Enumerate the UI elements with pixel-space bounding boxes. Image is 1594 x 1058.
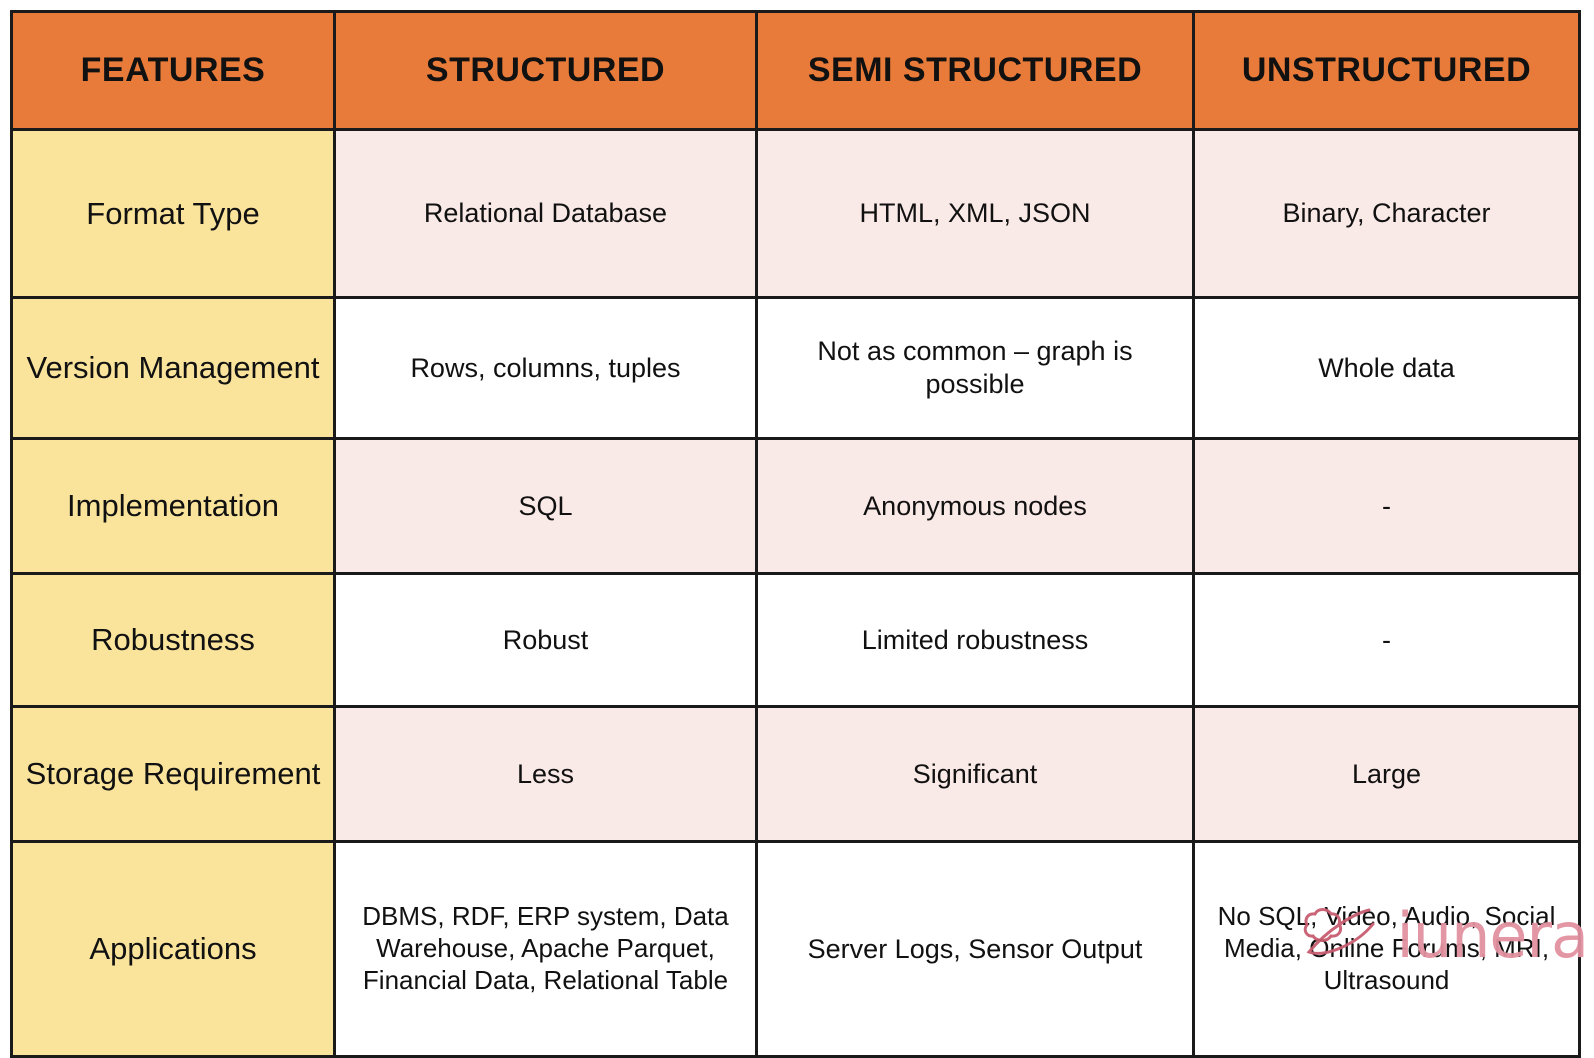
column-header-structured: STRUCTURED	[333, 10, 758, 131]
cell-unstructured-applications: No SQL, Video, Audio, Social Media, Onli…	[1192, 840, 1581, 1058]
cell-semi-structured-version-management: Not as common – graph is possible	[755, 296, 1195, 440]
column-header-unstructured: UNSTRUCTURED	[1192, 10, 1581, 131]
cell-semi-structured-storage-requirement: Significant	[755, 705, 1195, 843]
table-row: Implementation SQL Anonymous nodes -	[10, 437, 1581, 575]
table-row: Format Type Relational Database HTML, XM…	[10, 128, 1581, 299]
comparison-table-container: FEATURES STRUCTURED SEMI STRUCTURED UNST…	[10, 10, 1581, 1058]
cell-unstructured-version-management: Whole data	[1192, 296, 1581, 440]
cell-unstructured-robustness: -	[1192, 572, 1581, 708]
table-body: Format Type Relational Database HTML, XM…	[10, 128, 1581, 1058]
feature-label-format-type: Format Type	[10, 128, 336, 299]
feature-label-applications: Applications	[10, 840, 336, 1058]
cell-semi-structured-format-type: HTML, XML, JSON	[755, 128, 1195, 299]
cell-structured-applications: DBMS, RDF, ERP system, Data Warehouse, A…	[333, 840, 758, 1058]
cell-unstructured-format-type: Binary, Character	[1192, 128, 1581, 299]
column-header-features: FEATURES	[10, 10, 336, 131]
column-header-semi-structured: SEMI STRUCTURED	[755, 10, 1195, 131]
table-row: Applications DBMS, RDF, ERP system, Data…	[10, 840, 1581, 1058]
cell-structured-storage-requirement: Less	[333, 705, 758, 843]
cell-semi-structured-implementation: Anonymous nodes	[755, 437, 1195, 575]
table-row: Version Management Rows, columns, tuples…	[10, 296, 1581, 440]
cell-structured-format-type: Relational Database	[333, 128, 758, 299]
table-header: FEATURES STRUCTURED SEMI STRUCTURED UNST…	[10, 10, 1581, 131]
table-row: Storage Requirement Less Significant Lar…	[10, 705, 1581, 843]
data-type-comparison-table: FEATURES STRUCTURED SEMI STRUCTURED UNST…	[10, 10, 1581, 1058]
cell-unstructured-storage-requirement: Large	[1192, 705, 1581, 843]
feature-label-implementation: Implementation	[10, 437, 336, 575]
cell-structured-robustness: Robust	[333, 572, 758, 708]
feature-label-robustness: Robustness	[10, 572, 336, 708]
feature-label-version-management: Version Management	[10, 296, 336, 440]
table-row: Robustness Robust Limited robustness -	[10, 572, 1581, 708]
cell-structured-version-management: Rows, columns, tuples	[333, 296, 758, 440]
cell-structured-implementation: SQL	[333, 437, 758, 575]
cell-semi-structured-robustness: Limited robustness	[755, 572, 1195, 708]
cell-semi-structured-applications: Server Logs, Sensor Output	[755, 840, 1195, 1058]
feature-label-storage-requirement: Storage Requirement	[10, 705, 336, 843]
cell-unstructured-implementation: -	[1192, 437, 1581, 575]
header-row: FEATURES STRUCTURED SEMI STRUCTURED UNST…	[10, 10, 1581, 131]
